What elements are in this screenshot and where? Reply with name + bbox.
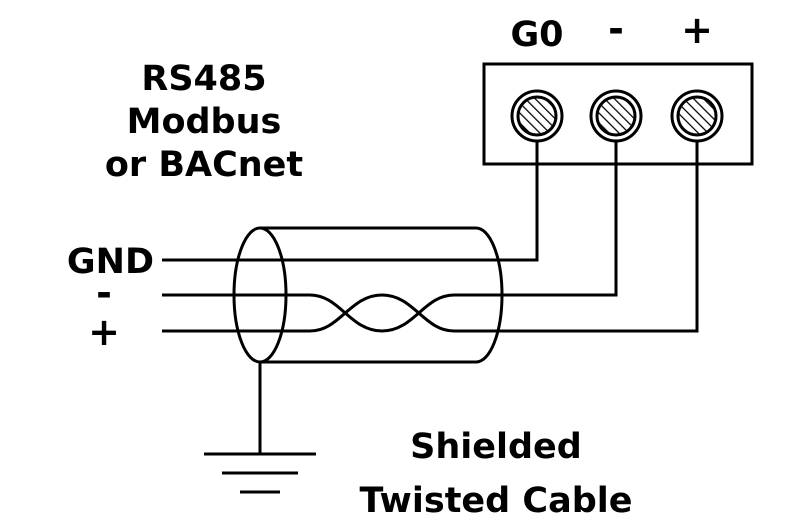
- pin-label-gnd: GND: [67, 242, 154, 282]
- twisted-pair-b: [162, 293, 500, 333]
- pin-label-plus: +: [88, 310, 120, 354]
- terminal-label-plus: +: [681, 8, 713, 52]
- protocol-label-line3: or BACnet: [105, 145, 303, 185]
- wire-minus: [500, 141, 618, 297]
- wire-plus: [500, 141, 699, 333]
- cable-label-line1: Shielded: [410, 427, 582, 467]
- terminal-screw-minus: [589, 89, 643, 143]
- protocol-label-line1: RS485: [141, 59, 266, 99]
- wire-g0: [500, 141, 539, 262]
- terminal-screw-g0: [510, 89, 564, 143]
- ground-icon: [204, 362, 316, 494]
- protocol-label-line2: Modbus: [127, 102, 282, 142]
- pin-label-minus: -: [96, 271, 112, 315]
- cable-label-line2: Twisted Cable: [360, 481, 633, 521]
- terminal-label-minus: -: [608, 7, 624, 51]
- terminal-label-g0: G0: [510, 15, 563, 55]
- twisted-pair-a: [162, 293, 500, 333]
- terminal-screw-plus: [670, 89, 724, 143]
